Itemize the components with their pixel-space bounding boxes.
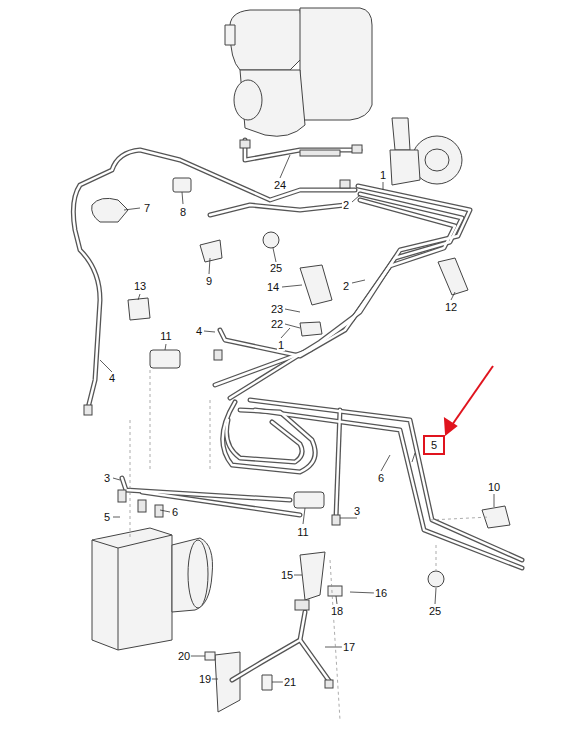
callout-number: 1 bbox=[277, 339, 285, 351]
callout-number: 20 bbox=[177, 650, 191, 662]
callout-number: 2 bbox=[342, 199, 350, 211]
callout-number: 8 bbox=[179, 206, 187, 218]
callout-number: 4 bbox=[108, 372, 116, 384]
callout-number: 6 bbox=[377, 472, 385, 484]
callout-number: 4 bbox=[195, 325, 203, 337]
callout-number: 6 bbox=[171, 506, 179, 518]
callout-number: 24 bbox=[273, 179, 287, 191]
callout-number: 25 bbox=[428, 605, 442, 617]
callout-number: 17 bbox=[342, 641, 356, 653]
highlight-box: 5 bbox=[423, 435, 445, 455]
callout-number: 12 bbox=[444, 301, 458, 313]
callout-number: 3 bbox=[353, 505, 361, 517]
callout-number: 16 bbox=[374, 587, 388, 599]
callout-number: 22 bbox=[270, 318, 284, 330]
callout-number: 5 bbox=[431, 439, 437, 451]
callout-number: 1 bbox=[379, 169, 387, 181]
callout-number: 15 bbox=[280, 569, 294, 581]
callout-number: 21 bbox=[283, 676, 297, 688]
callout-number: 7 bbox=[143, 202, 151, 214]
callout-number: 3 bbox=[103, 472, 111, 484]
callout-number: 2 bbox=[342, 280, 350, 292]
callout-number: 18 bbox=[330, 605, 344, 617]
callout-number: 11 bbox=[296, 526, 309, 538]
callout-number: 5 bbox=[103, 511, 111, 523]
callout-number: 14 bbox=[266, 281, 280, 293]
callout-number: 25 bbox=[269, 262, 283, 274]
callout-number: 9 bbox=[205, 275, 213, 287]
callout-number: 23 bbox=[270, 303, 284, 315]
callout-number: 11 bbox=[159, 330, 172, 342]
callout-number: 10 bbox=[487, 481, 501, 493]
callout-number: 19 bbox=[198, 673, 212, 685]
callout-number: 13 bbox=[133, 280, 147, 292]
